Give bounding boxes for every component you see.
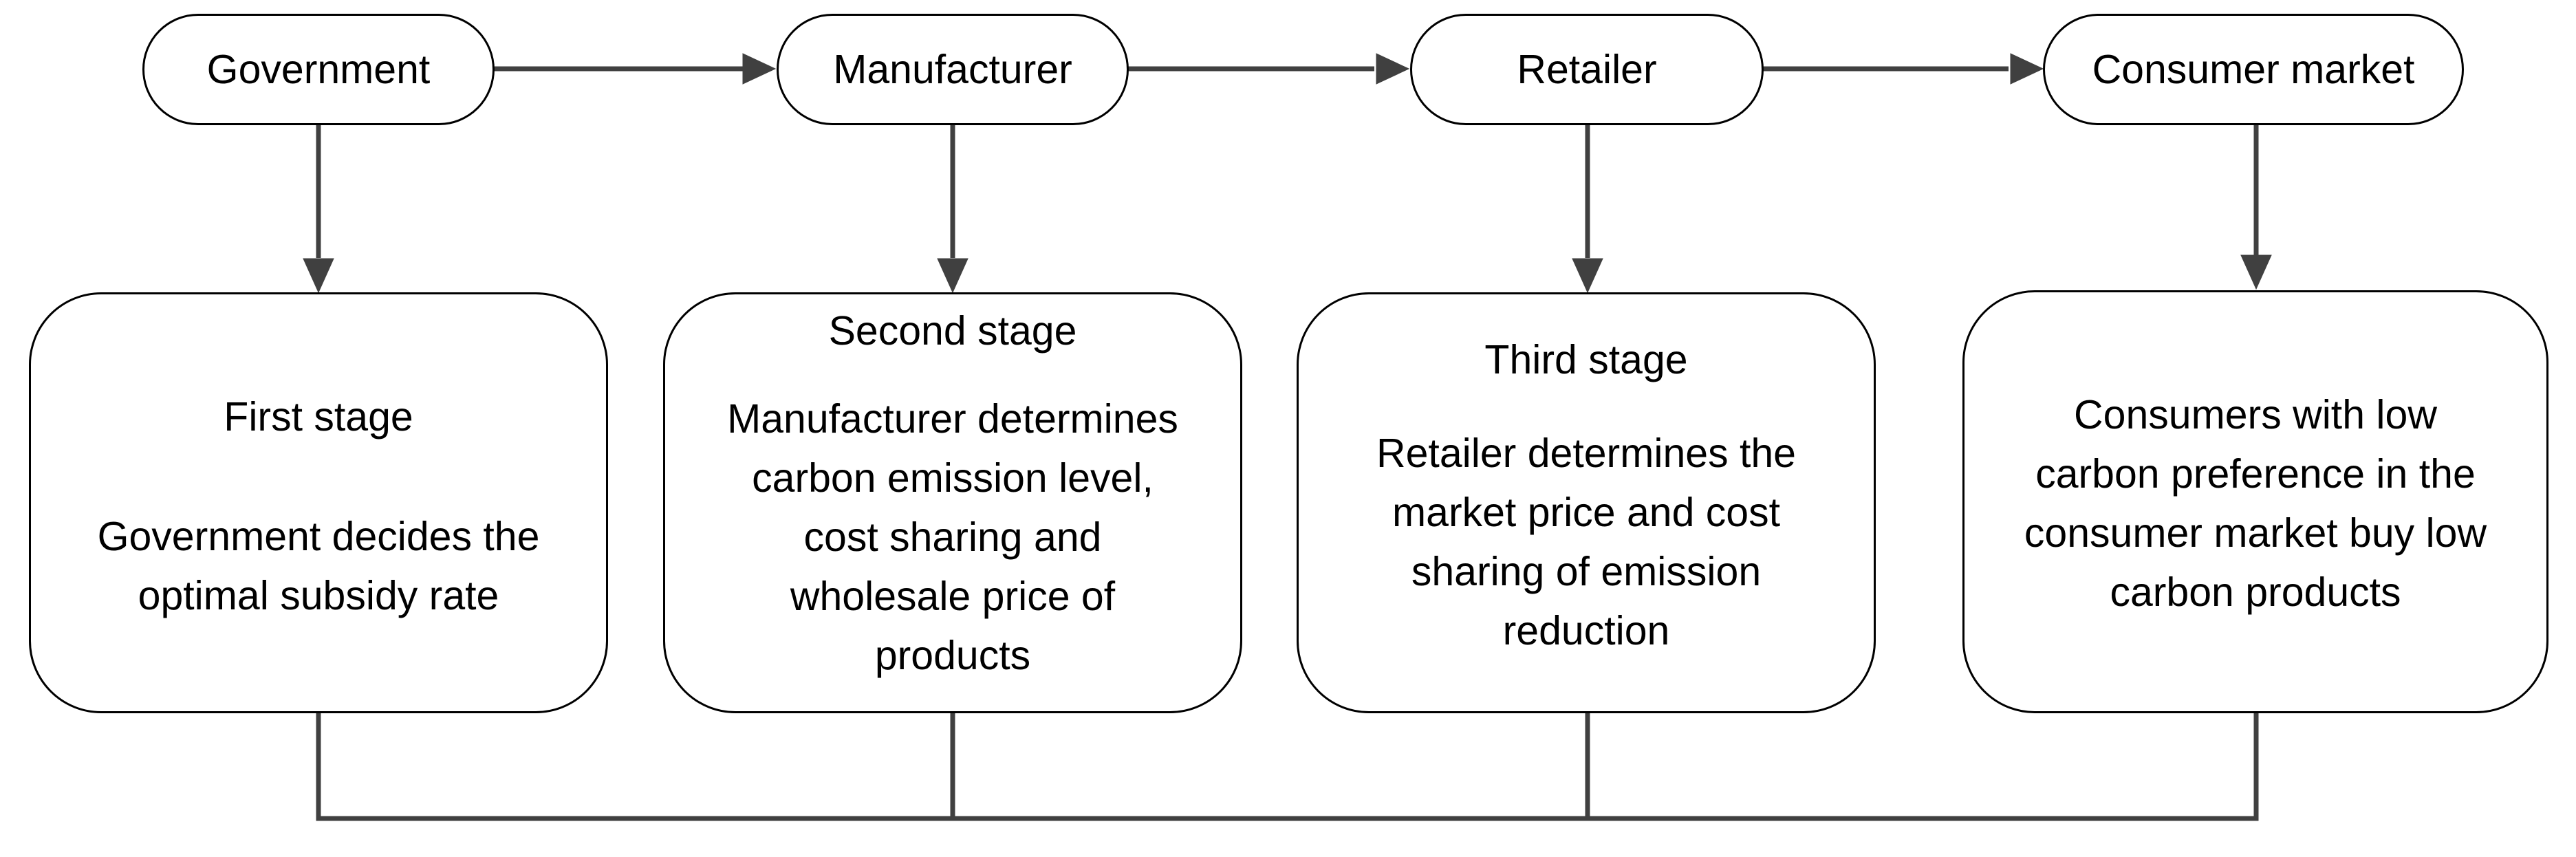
third-stage-line: reduction <box>1502 608 1670 653</box>
arrowhead-down-third-stage <box>1572 258 1603 294</box>
actor-consumer-market-label: Consumer market <box>2092 47 2415 92</box>
second-stage-line: wholesale price of <box>790 574 1116 619</box>
fourth-stage-line: carbon preference in the <box>2035 451 2476 497</box>
fourth-stage-desc: Consumers with low carbon preference in … <box>2024 385 2487 622</box>
third-stage-line: Retailer determines the <box>1376 431 1796 476</box>
actor-government: Government <box>142 14 495 125</box>
second-stage-title: Second stage <box>828 308 1077 354</box>
fourth-stage-line: consumer market buy low <box>2024 510 2487 556</box>
first-stage-box: First stage Government decides the optim… <box>29 292 608 713</box>
second-stage-line: products <box>874 633 1031 678</box>
second-stage-line: cost sharing and <box>803 514 1102 560</box>
arrowhead-right-consumer-market <box>2010 53 2044 85</box>
second-stage-line: Manufacturer determines <box>727 396 1178 442</box>
arrowhead-right-manufacturer <box>742 53 777 85</box>
second-stage-desc: Manufacturer determines carbon emission … <box>727 389 1178 685</box>
fourth-stage-box: Consumers with low carbon preference in … <box>1962 290 2548 713</box>
third-stage-title: Third stage <box>1484 337 1688 382</box>
third-stage-box: Third stage Retailer determines the mark… <box>1297 292 1876 713</box>
fourth-stage-line: Consumers with low <box>2074 392 2437 437</box>
first-stage-title: First stage <box>224 394 413 440</box>
actor-manufacturer-label: Manufacturer <box>833 47 1072 92</box>
first-stage-line: optimal subsidy rate <box>138 573 499 618</box>
actor-consumer-market: Consumer market <box>2043 14 2464 125</box>
fourth-stage-line: carbon products <box>2110 569 2401 615</box>
first-stage-desc: Government decides the optimal subsidy r… <box>98 507 540 625</box>
third-stage-desc: Retailer determines the market price and… <box>1376 424 1796 660</box>
arrowhead-down-fourth-stage <box>2240 254 2272 290</box>
second-stage-line: carbon emission level, <box>752 455 1154 501</box>
arrowhead-down-second-stage <box>937 258 968 294</box>
arrowhead-down-first-stage <box>303 258 334 294</box>
actor-retailer: Retailer <box>1410 14 1764 125</box>
arrowhead-right-retailer <box>1376 53 1410 85</box>
actor-manufacturer: Manufacturer <box>777 14 1129 125</box>
second-stage-box: Second stage Manufacturer determines car… <box>663 292 1242 713</box>
actor-government-label: Government <box>206 47 431 92</box>
actor-retailer-label: Retailer <box>1517 47 1657 92</box>
third-stage-line: market price and cost <box>1392 490 1780 535</box>
third-stage-line: sharing of emission <box>1411 549 1762 594</box>
first-stage-line: Government decides the <box>97 514 540 559</box>
